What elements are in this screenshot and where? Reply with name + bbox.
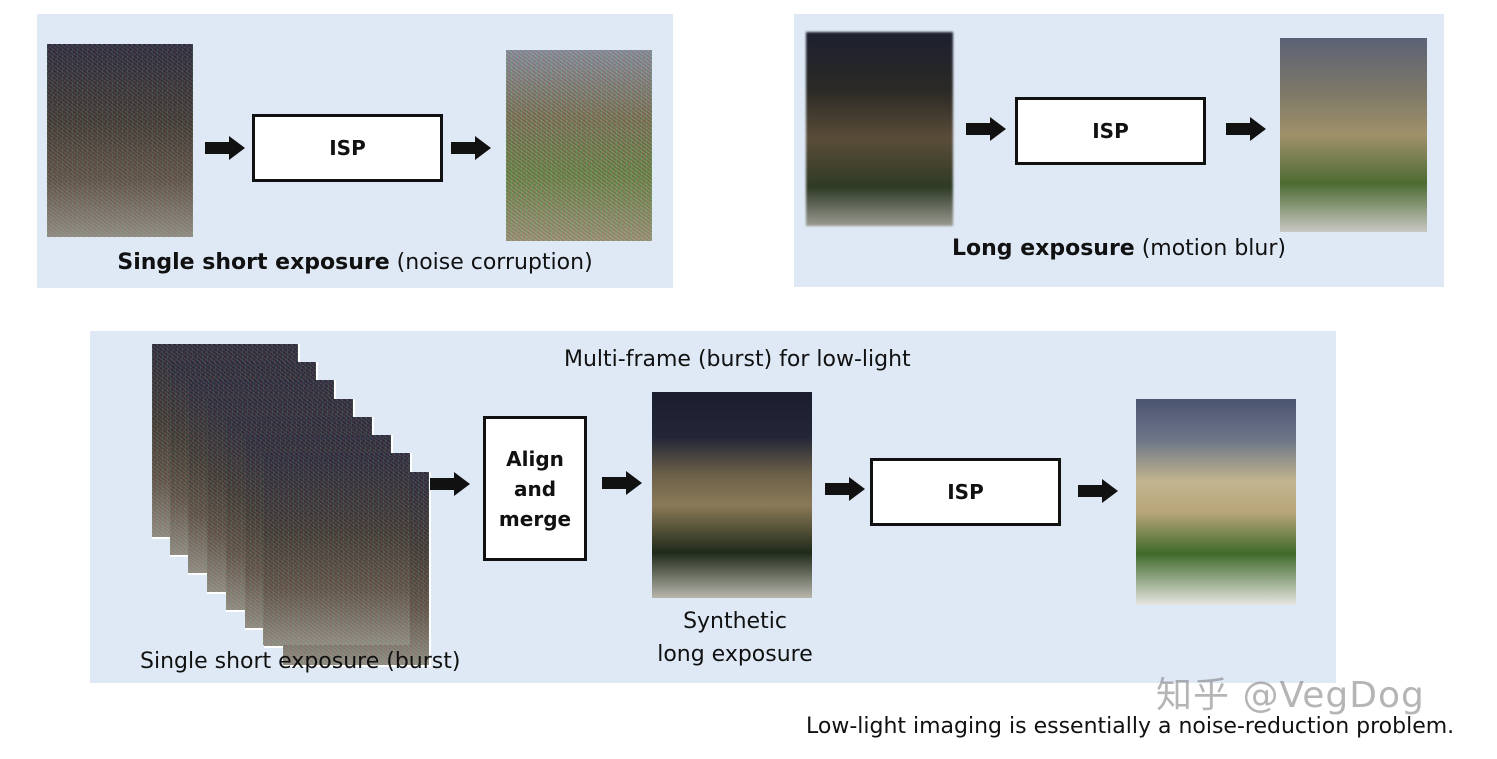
long-exposure-panel: ISP Long exposure (motion blur)	[794, 14, 1444, 287]
burst-frame	[263, 456, 410, 645]
isp-label: ISP	[1092, 119, 1129, 143]
arrow-icon	[451, 136, 491, 160]
isp-label: ISP	[329, 136, 366, 160]
footer-note: Low-light imaging is essentially a noise…	[806, 714, 1455, 739]
arrow-icon	[966, 117, 1006, 141]
long-exposure-caption: Long exposure (motion blur)	[794, 236, 1444, 261]
arrow-icon	[1078, 479, 1118, 503]
isp-box: ISP	[1015, 97, 1206, 165]
burst-caption: Single short exposure (burst)	[140, 649, 461, 674]
arrow-icon	[430, 472, 470, 496]
isp-label: ISP	[947, 480, 984, 504]
isp-box: ISP	[252, 114, 443, 182]
isp-box: ISP	[870, 458, 1061, 526]
arrow-icon	[1226, 117, 1266, 141]
arrow-icon	[205, 136, 245, 160]
caption-bold: Long exposure	[952, 236, 1135, 261]
align-merge-label: Align and merge	[498, 446, 572, 531]
caption-rest: (noise corruption)	[389, 250, 593, 275]
blurry-input-image	[806, 32, 953, 226]
synthetic-line2: long exposure	[657, 642, 813, 667]
blurry-output-image	[1280, 38, 1427, 232]
short-exposure-panel: ISP Single short exposure (noise corrupt…	[37, 14, 673, 288]
burst-title: Multi-frame (burst) for low-light	[564, 347, 911, 372]
caption-bold: Single short exposure	[117, 250, 390, 275]
short-exposure-caption: Single short exposure (noise corruption)	[37, 250, 673, 275]
watermark-text: 知乎 @VegDog	[1156, 675, 1425, 716]
align-merge-box: Align and merge	[483, 416, 587, 561]
arrow-icon	[602, 471, 642, 495]
noisy-output-image	[506, 50, 652, 241]
arrow-icon	[825, 477, 865, 501]
noisy-input-image	[47, 44, 193, 237]
final-output-image	[1136, 399, 1296, 605]
synthetic-caption: Synthetic long exposure	[630, 605, 840, 671]
burst-panel: Multi-frame (burst) for low-light Align …	[90, 331, 1336, 683]
caption-rest: (motion blur)	[1134, 236, 1286, 261]
synthetic-long-exposure-image	[652, 392, 812, 598]
synthetic-line1: Synthetic	[683, 609, 787, 634]
